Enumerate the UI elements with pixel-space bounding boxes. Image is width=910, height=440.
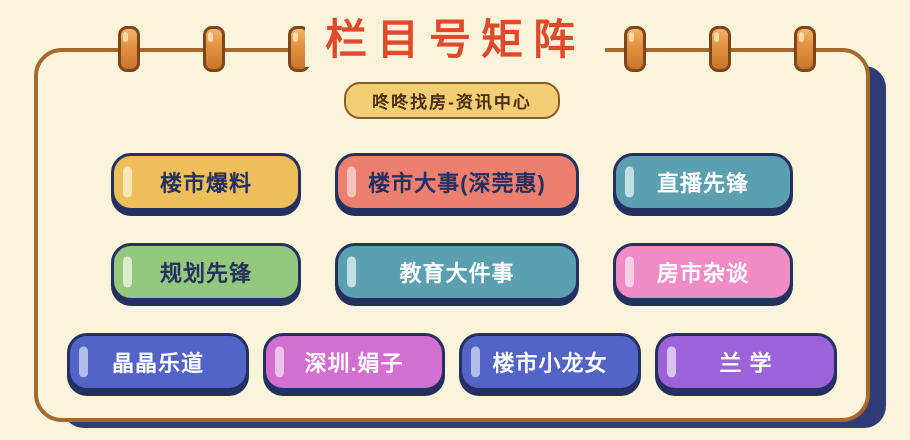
button-shine-bar — [471, 346, 480, 378]
binder-ring-icon — [709, 26, 731, 72]
channel-button[interactable]: 深圳.娟子 — [263, 333, 445, 391]
channel-button[interactable]: 直播先锋 — [613, 153, 793, 211]
button-shine-bar — [667, 346, 676, 378]
banner-pill: 咚咚找房-资讯中心 — [344, 82, 560, 119]
button-shine-bar — [123, 166, 132, 198]
channel-row: 晶晶乐道 深圳.娟子 楼市小龙女 兰 学 — [67, 333, 837, 391]
channel-button-label: 楼市小龙女 — [492, 351, 608, 376]
channel-grid: 楼市爆料 楼市大事(深莞惠) 直播先锋 规划先锋 教育大件事 房市杂谈 晶晶乐道 深圳.娟… — [38, 153, 866, 391]
channel-button[interactable]: 楼市大事(深莞惠) — [335, 153, 579, 211]
channel-button-label: 晶晶乐道 — [111, 351, 204, 376]
channel-button-label: 直播先锋 — [656, 171, 749, 196]
channel-button-label: 规划先锋 — [159, 261, 252, 286]
button-shine-bar — [123, 256, 132, 288]
binder-ring-icon — [624, 26, 646, 72]
channel-button-label: 房市杂谈 — [656, 261, 749, 286]
button-shine-bar — [275, 346, 284, 378]
channel-row: 规划先锋 教育大件事 房市杂谈 — [111, 243, 793, 301]
channel-button[interactable]: 楼市小龙女 — [459, 333, 641, 391]
channel-button-label: 深圳.娟子 — [304, 351, 404, 376]
binder-ring-icon — [118, 26, 140, 72]
channel-row: 楼市爆料 楼市大事(深莞惠) 直播先锋 — [111, 153, 793, 211]
button-shine-bar — [347, 166, 356, 198]
channel-button[interactable]: 兰 学 — [655, 333, 837, 391]
channel-button[interactable]: 教育大件事 — [335, 243, 579, 301]
button-shine-bar — [625, 166, 634, 198]
channel-button[interactable]: 晶晶乐道 — [67, 333, 249, 391]
channel-button-label: 楼市爆料 — [159, 171, 252, 196]
binder-ring-icon — [203, 26, 225, 72]
channel-button-label: 兰 学 — [719, 351, 773, 376]
button-shine-bar — [79, 346, 88, 378]
notebook-page: 咚咚找房-资讯中心 楼市爆料 楼市大事(深莞惠) 直播先锋 规划先锋 教育大件事 房市杂… — [34, 48, 870, 422]
channel-button-label: 教育大件事 — [399, 261, 515, 286]
page-title: 栏目号矩阵 — [304, 6, 606, 67]
button-shine-bar — [625, 256, 634, 288]
channel-button[interactable]: 房市杂谈 — [613, 243, 793, 301]
binder-ring-icon — [794, 26, 816, 72]
channel-button[interactable]: 楼市爆料 — [111, 153, 301, 211]
button-shine-bar — [347, 256, 356, 288]
channel-button[interactable]: 规划先锋 — [111, 243, 301, 301]
channel-button-label: 楼市大事(深莞惠) — [368, 171, 546, 196]
